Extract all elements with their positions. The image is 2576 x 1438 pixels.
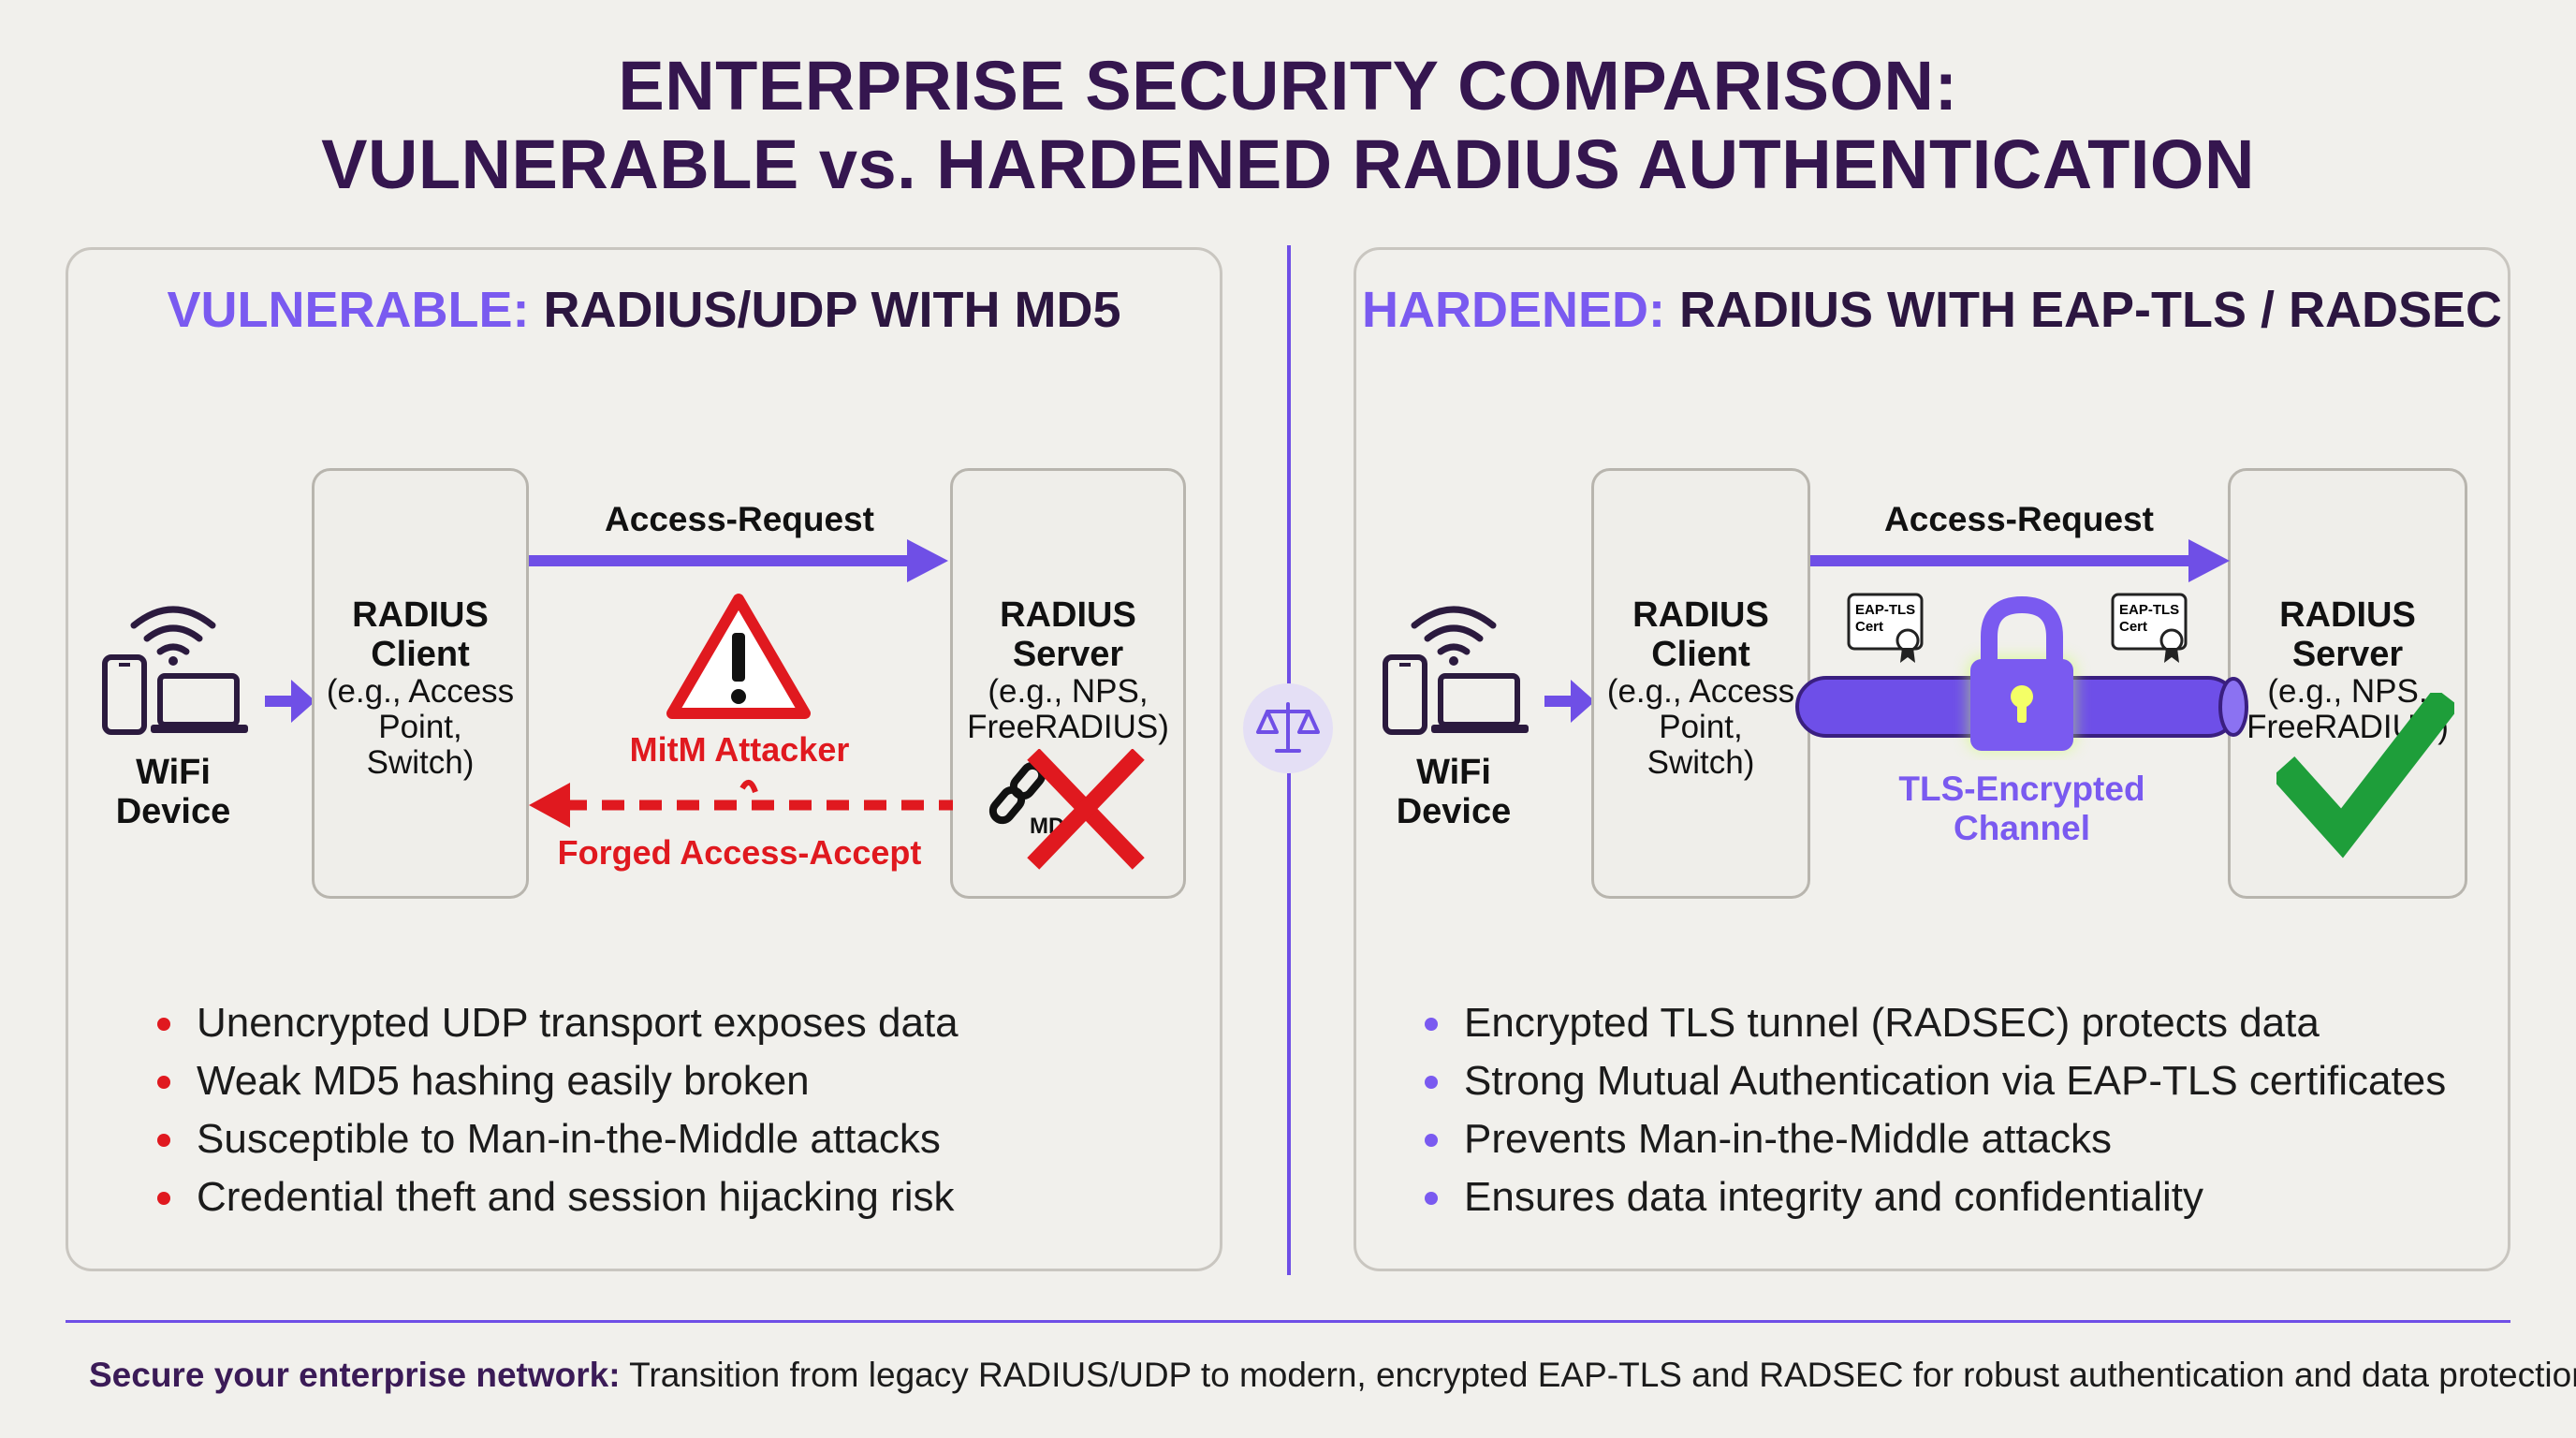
bullet-dot <box>157 1192 170 1205</box>
certificate-icon: EAP-TLS Cert <box>1847 593 1924 663</box>
bullet-dot <box>1425 1192 1438 1205</box>
bullet-dot <box>157 1076 170 1089</box>
bullet-text: Weak MD5 hashing easily broken <box>197 1058 810 1104</box>
bullet-dot <box>1425 1134 1438 1147</box>
forged-accept-arrow <box>529 780 953 828</box>
list-item: Encrypted TLS tunnel (RADSEC) protects d… <box>1425 994 2446 1052</box>
radius-client-text: RADIUS Client (e.g., Access Point, Switc… <box>1591 595 1810 781</box>
list-item: Ensures data integrity and confidentiali… <box>1425 1168 2446 1226</box>
list-item: Unencrypted UDP transport exposes data <box>157 994 959 1052</box>
device-label-line2: Device <box>115 792 231 831</box>
channel-label-line1: TLS-Encrypted <box>1898 770 2145 808</box>
wifi-icon <box>130 606 216 666</box>
client-title-line1: RADIUS <box>1632 595 1769 635</box>
certificate-icon: EAP-TLS Cert <box>2111 593 2188 663</box>
device-to-client-arrow <box>265 680 315 723</box>
wifi-device-label: WiFi Device <box>98 753 248 831</box>
wifi-device-label: WiFi Device <box>1379 753 1529 831</box>
footer-bold: Secure your enterprise network: <box>89 1356 621 1394</box>
access-request-arrow <box>529 539 948 582</box>
radius-client-text: RADIUS Client (e.g., Access Point, Switc… <box>312 595 529 781</box>
lock-icon <box>1969 595 2075 751</box>
cert-label-line2: Cert <box>2119 619 2147 635</box>
server-title-line1: RADIUS <box>2279 595 2416 635</box>
laptop-icon <box>151 673 248 733</box>
phone-icon <box>102 654 147 735</box>
server-title-line2: Server <box>2291 635 2404 674</box>
radius-client-box <box>1591 468 1810 899</box>
client-detail-line3: Switch) <box>1647 744 1755 781</box>
radius-server-text: RADIUS Server (e.g., NPS, FreeRADIUS) <box>950 595 1186 745</box>
bullet-text: Ensures data integrity and confidentiali… <box>1464 1174 2204 1220</box>
bullet-dot <box>1425 1076 1438 1089</box>
client-detail-line2: Point, <box>1659 709 1743 745</box>
bullet-text: Prevents Man-in-the-Middle attacks <box>1464 1116 2113 1162</box>
page-title-line2: VULNERABLE vs. HARDENED RADIUS AUTHENTIC… <box>321 125 2255 203</box>
radius-client-box <box>312 468 529 899</box>
server-title-line1: RADIUS <box>1000 595 1136 635</box>
hardened-label: HARDENED: <box>1361 282 1665 338</box>
cert-label-line1: EAP-TLS <box>2119 602 2179 618</box>
broken-md5-icon: MD5 <box>988 749 1145 870</box>
wifi-device-icon <box>102 606 248 735</box>
wifi-device-icon <box>1383 606 1529 735</box>
laptop-icon <box>1431 673 1529 733</box>
bullet-text: Credential theft and session hijacking r… <box>197 1174 955 1220</box>
client-title-line2: Client <box>371 635 470 674</box>
mitm-attacker-label: MitM Attacker <box>629 730 850 769</box>
vulnerable-bullet-list: Unencrypted UDP transport exposes data W… <box>157 994 959 1226</box>
server-title-line2: Server <box>1012 635 1124 674</box>
bullet-dot <box>157 1134 170 1147</box>
list-item: Prevents Man-in-the-Middle attacks <box>1425 1110 2446 1168</box>
access-request-label: Access-Request <box>1884 500 2154 538</box>
checkmark-icon <box>2276 693 2454 858</box>
hardened-heading-rest: RADIUS WITH EAP-TLS / RADSEC <box>1664 282 2502 338</box>
access-request-arrow <box>1810 539 2230 582</box>
list-item: Susceptible to Man-in-the-Middle attacks <box>157 1110 959 1168</box>
client-title-line2: Client <box>1651 635 1750 674</box>
scales-icon <box>1243 683 1333 773</box>
cert-label-line1: EAP-TLS <box>1855 602 1915 618</box>
client-detail-line2: Point, <box>378 709 462 745</box>
device-label-line2: Device <box>1396 792 1512 831</box>
client-title-line1: RADIUS <box>352 595 489 635</box>
list-item: Credential theft and session hijacking r… <box>157 1168 959 1226</box>
footer-text: Secure your enterprise network: Transiti… <box>89 1356 2576 1395</box>
server-detail-line2: FreeRADIUS) <box>967 709 1169 745</box>
bullet-text: Encrypted TLS tunnel (RADSEC) protects d… <box>1464 1000 2320 1046</box>
bullet-text: Strong Mutual Authentication via EAP-TLS… <box>1464 1058 2447 1104</box>
device-label-line1: WiFi <box>136 753 211 792</box>
bullet-text: Unencrypted UDP transport exposes data <box>197 1000 959 1046</box>
client-detail-line1: (e.g., Access <box>326 673 515 710</box>
footer-divider <box>66 1320 2510 1323</box>
bullet-text: Susceptible to Man-in-the-Middle attacks <box>197 1116 941 1162</box>
vulnerable-panel-title: VULNERABLE: RADIUS/UDP WITH MD5 <box>66 281 1222 339</box>
phone-icon <box>1383 654 1427 735</box>
red-x-icon <box>1027 749 1145 870</box>
list-item: Strong Mutual Authentication via EAP-TLS… <box>1425 1052 2446 1110</box>
client-detail-line3: Switch) <box>366 744 475 781</box>
warning-icon <box>666 594 811 719</box>
page-title-line1: ENTERPRISE SECURITY COMPARISON: <box>618 47 1958 125</box>
cert-label-line2: Cert <box>1855 619 1883 635</box>
hardened-bullet-list: Encrypted TLS tunnel (RADSEC) protects d… <box>1425 994 2446 1226</box>
client-detail-line1: (e.g., Access <box>1606 673 1795 710</box>
device-label-line1: WiFi <box>1416 753 1491 792</box>
access-request-label: Access-Request <box>605 500 874 538</box>
device-to-client-arrow <box>1544 680 1595 723</box>
channel-label-line2: Channel <box>1954 809 2090 847</box>
vulnerable-label: VULNERABLE: <box>167 282 530 338</box>
list-item: Weak MD5 hashing easily broken <box>157 1052 959 1110</box>
bullet-dot <box>157 1018 170 1031</box>
footer-body: Transition from legacy RADIUS/UDP to mod… <box>620 1356 2576 1394</box>
server-detail-line1: (e.g., NPS, <box>988 673 1149 710</box>
bullet-dot <box>1425 1018 1438 1031</box>
vulnerable-heading-rest: RADIUS/UDP WITH MD5 <box>529 282 1121 338</box>
server-detail-line1: (e.g., NPS, <box>2267 673 2428 710</box>
hardened-panel-title: HARDENED: RADIUS WITH EAP-TLS / RADSEC <box>1354 281 2510 339</box>
tls-channel-label: TLS-Encrypted Channel <box>1835 770 2209 848</box>
forged-access-accept-label: Forged Access-Accept <box>557 833 922 872</box>
wifi-icon <box>1411 606 1497 666</box>
